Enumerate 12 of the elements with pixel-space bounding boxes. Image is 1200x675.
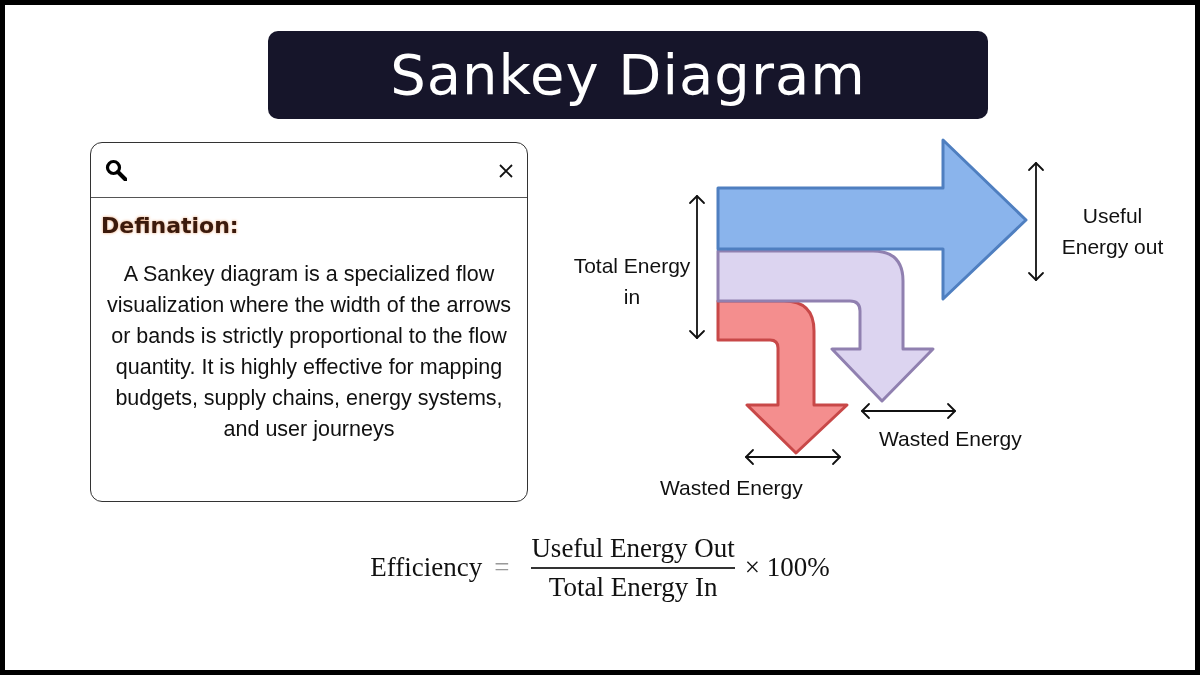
title-banner: Sankey Diagram (268, 31, 988, 119)
flow-label: Useful Energy out (1060, 203, 1165, 260)
definition-card (90, 142, 528, 502)
definition-text: A Sankey diagram is a specialized flow visualization where the width of the arrows or bands is strictly proportional to the flow quantity. It is highly effective for mapping budgets, supply chains, energy systems, and user journeys (106, 261, 512, 443)
formula-term: × 100% (744, 552, 830, 584)
formula-denominator: Total Energy In (548, 571, 718, 603)
flow-label: Wasted Energy (660, 475, 803, 501)
flow-label: Total Energy in (572, 253, 692, 310)
formula-term: Efficiency (370, 552, 483, 584)
formula-numerator: Useful Energy Out (531, 533, 735, 564)
card-heading: Defination: (101, 213, 239, 238)
equals-sign: = (494, 552, 510, 584)
